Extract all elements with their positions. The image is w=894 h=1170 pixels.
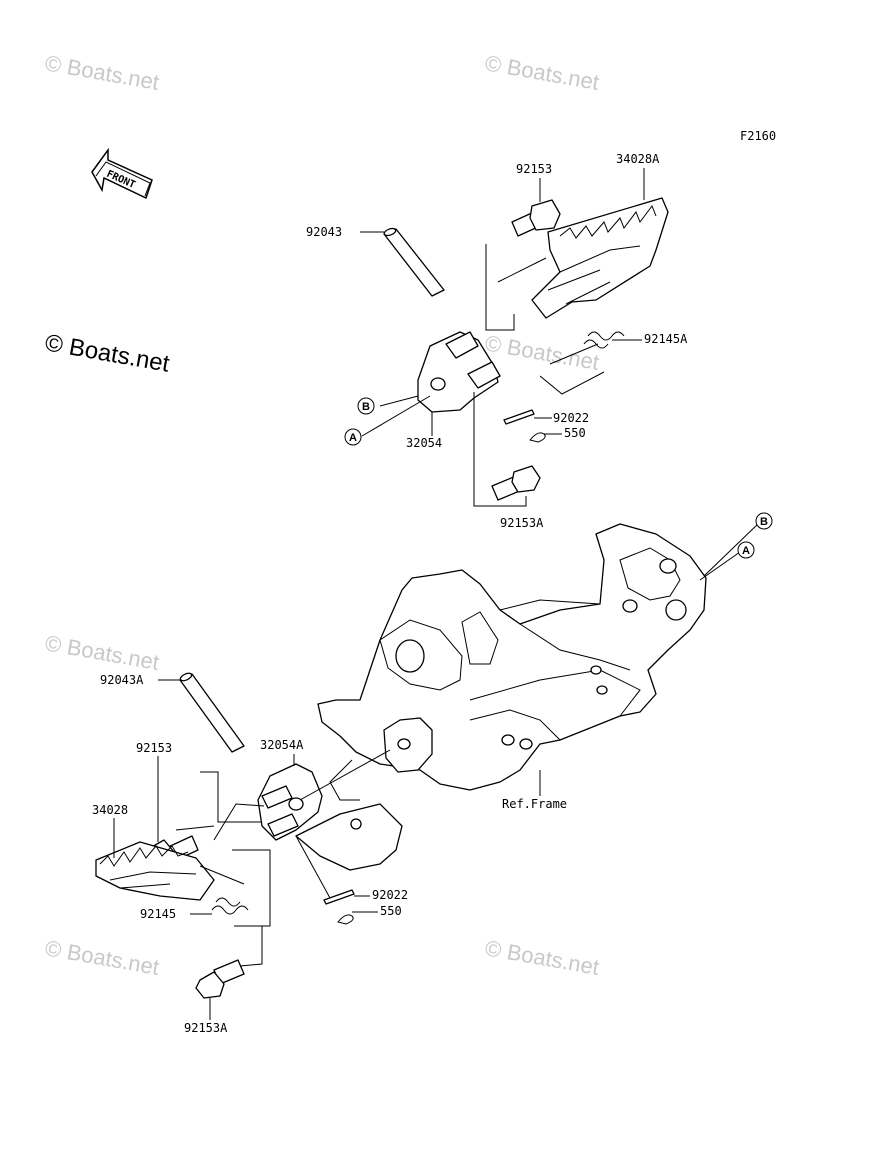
label-92145A: 92145A [644, 332, 688, 346]
bolt-92153-upper [511, 199, 561, 237]
label-92043A: 92043A [100, 673, 144, 687]
cotter-92022-upper [503, 409, 535, 425]
upper-assembly: 92043 92153 34028A 92145A 3205 [306, 152, 688, 530]
pin-92043A [179, 672, 245, 753]
bolt-92153A-lower [195, 959, 245, 999]
callout-b-frame: B [760, 516, 768, 528]
label-550-upper: 550 [564, 426, 586, 440]
bolt-92153A-upper [491, 465, 541, 501]
footpeg-34028A [531, 197, 669, 319]
callout-a-frame: A [742, 545, 750, 557]
bracket-32054 [417, 331, 501, 413]
label-34028A: 34028A [616, 152, 660, 166]
spring-92145 [211, 897, 249, 915]
watermark-top-right: © Boats.net [483, 50, 601, 95]
label-92043: 92043 [306, 225, 342, 239]
watermark-main: © Boats.net [43, 329, 172, 377]
label-92153A-lower: 92153A [184, 1021, 228, 1035]
front-arrow-icon: FRONT [91, 147, 153, 200]
clip-550-upper [529, 432, 546, 443]
cotter-92022-lower [323, 889, 355, 905]
watermark-bottom-left: © Boats.net [43, 935, 161, 980]
diagram-code: F2160 [740, 129, 776, 143]
ref-frame-label: Ref.Frame [502, 797, 567, 811]
callout-a-upper: A [349, 432, 357, 444]
label-92153A-upper: 92153A [500, 516, 544, 530]
watermark-top-left: © Boats.net [43, 50, 161, 95]
spring-92145A [583, 331, 625, 349]
label-550-lower: 550 [380, 904, 402, 918]
callout-b-upper: B [362, 401, 370, 413]
watermark-mid-left: © Boats.net [43, 630, 161, 675]
clip-550-lower [337, 914, 354, 925]
frame [317, 523, 707, 801]
label-92153-lower: 92153 [136, 741, 172, 755]
label-32054: 32054 [406, 436, 442, 450]
bracket-32054A [257, 763, 323, 841]
label-92145: 92145 [140, 907, 176, 921]
footpeg-34028 [95, 841, 215, 901]
label-34028: 34028 [92, 803, 128, 817]
label-92022-lower: 92022 [372, 888, 408, 902]
label-32054A: 32054A [260, 738, 304, 752]
watermark-mid-right: © Boats.net [483, 330, 601, 375]
pin-92043 [383, 227, 445, 297]
watermark-bottom-right: © Boats.net [483, 935, 601, 980]
lower-assembly: 92043A 32054A 92153 34028 [92, 672, 408, 1035]
label-92153-upper: 92153 [516, 162, 552, 176]
label-92022-upper: 92022 [553, 411, 589, 425]
